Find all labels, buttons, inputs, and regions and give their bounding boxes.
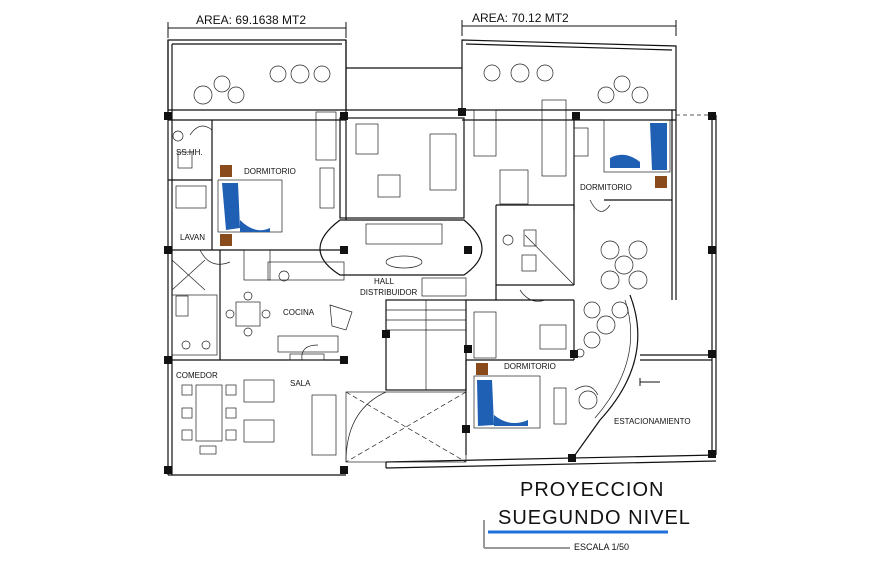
room-label-lavan: LAVAN — [180, 233, 205, 242]
title-line-1: PROYECCION — [520, 479, 664, 501]
room-label-dormitorio-bottom: DORMITORIO — [504, 362, 556, 371]
area-dimension-left: AREA: 69.1638 MT2 — [167, 13, 347, 38]
area-dimension-right: AREA: 70.12 MT2 — [461, 11, 677, 36]
title-line-2: SUEGUNDO NIVEL — [498, 507, 691, 529]
room-label-hall: HALL — [374, 277, 395, 286]
room-label-ss-hh: SS.HH. — [176, 148, 203, 157]
room-label-distribuidor: DISTRIBUIDOR — [360, 288, 418, 297]
terrace-furniture — [193, 63, 649, 410]
living-furniture — [243, 99, 589, 456]
room-label-comedor: COMEDOR — [176, 371, 218, 380]
area-label-right: AREA: 70.12 MT2 — [472, 11, 569, 25]
room-label-estacionamiento: ESTACIONAMIENTO — [614, 417, 691, 426]
parking-marker — [639, 378, 660, 386]
room-label-sala: SALA — [290, 379, 311, 388]
room-label-dormitorio-right: DORMITORIO — [580, 183, 632, 192]
bed-right — [603, 119, 671, 188]
bathroom-fixtures — [172, 130, 585, 358]
bed-left — [217, 165, 283, 246]
bed-bottom — [473, 363, 541, 429]
scale-label: ESCALA 1/50 — [574, 542, 629, 552]
title-block: PROYECCION SUEGUNDO NIVEL ESCALA 1/50 — [483, 479, 691, 552]
room-label-dormitorio-left: DORMITORIO — [244, 167, 296, 176]
dining-furniture — [181, 270, 353, 455]
exterior-walls — [167, 39, 717, 476]
room-labels: SS.HH. DORMITORIO LAVAN DORMITORIO HALL … — [176, 148, 691, 426]
area-label-left: AREA: 69.1638 MT2 — [196, 13, 306, 27]
structural-columns — [164, 108, 716, 474]
room-label-cocina: COCINA — [283, 308, 315, 317]
